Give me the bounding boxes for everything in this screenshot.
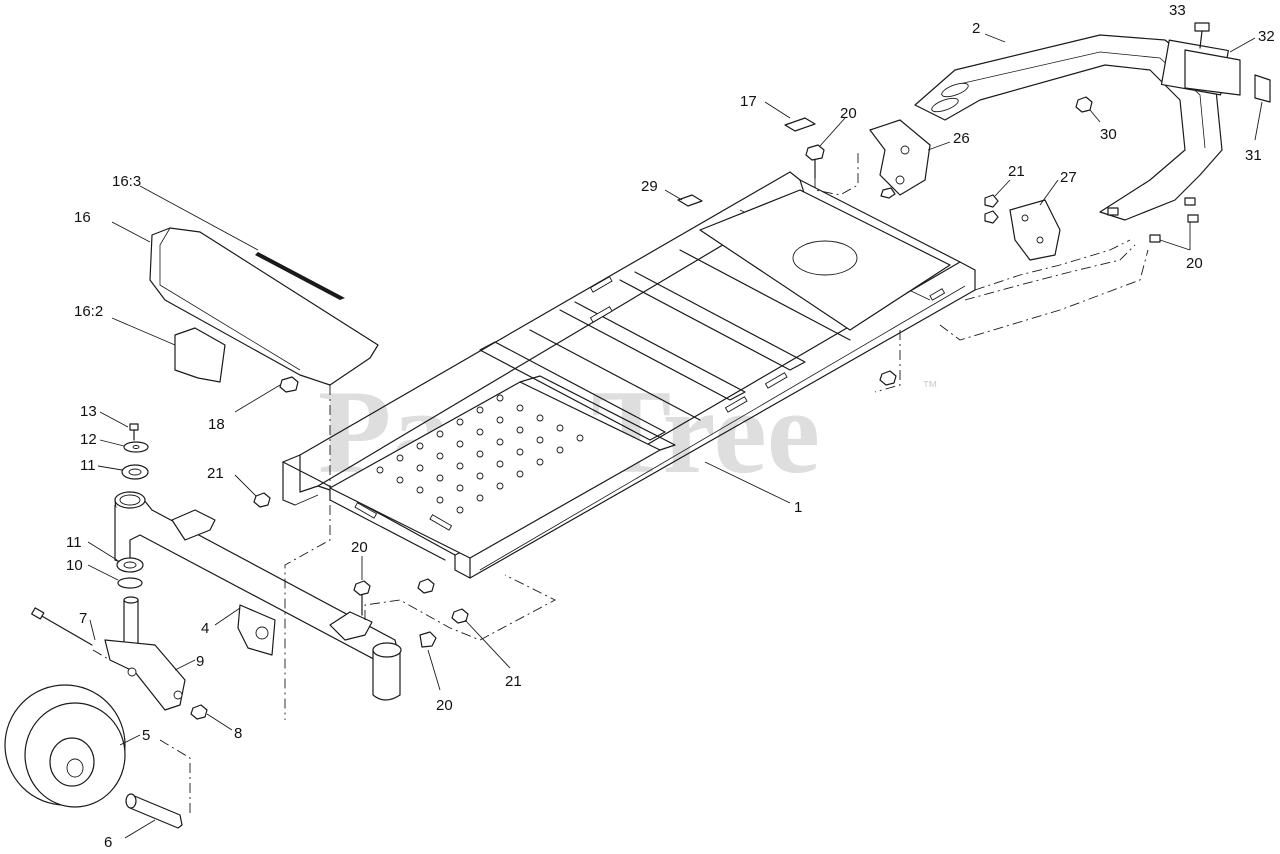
callout-27[interactable]: 27: [1060, 169, 1077, 186]
callout-11-lower[interactable]: 11: [66, 534, 82, 551]
callout-30[interactable]: 30: [1100, 126, 1117, 143]
callout-2[interactable]: 2: [972, 20, 980, 37]
callout-7[interactable]: 7: [79, 610, 87, 627]
front-axle-part-4[interactable]: [114, 491, 402, 701]
callout-17[interactable]: 17: [740, 93, 757, 110]
nut-part-21-rear[interactable]: [879, 370, 897, 386]
bolt-part-20-axle[interactable]: [353, 580, 371, 616]
bracket-part-27[interactable]: [984, 194, 1061, 261]
cover-part-16[interactable]: [149, 227, 379, 386]
callout-16-2[interactable]: 16:2: [74, 303, 103, 320]
callout-13[interactable]: 13: [80, 403, 97, 420]
bolts-part-20-rear[interactable]: [1107, 197, 1199, 243]
callout-31[interactable]: 31: [1245, 147, 1262, 164]
callout-18[interactable]: 18: [208, 416, 225, 433]
callout-8[interactable]: 8: [234, 725, 242, 742]
floor-holes: [376, 394, 584, 514]
callout-5[interactable]: 5: [142, 727, 150, 744]
axle-part-6[interactable]: [125, 793, 183, 829]
callout-10[interactable]: 10: [66, 557, 83, 574]
nut-part-21-lower[interactable]: [417, 578, 435, 594]
decal-part-31[interactable]: [1254, 74, 1271, 103]
nut-part-30[interactable]: [1075, 96, 1093, 113]
main-frame-part-1[interactable]: [282, 171, 976, 579]
washer-part-12[interactable]: [123, 441, 149, 453]
bolt-part-13[interactable]: [129, 423, 139, 441]
callout-9[interactable]: 9: [196, 653, 204, 670]
wheel-part-5[interactable]: [4, 684, 126, 808]
decal-part-16-2[interactable]: [174, 327, 226, 383]
bolt-part-7[interactable]: [31, 607, 93, 646]
bearing-part-11-upper[interactable]: [121, 464, 149, 480]
bolt-part-20-top[interactable]: [805, 144, 825, 179]
decal-part-29[interactable]: [677, 194, 703, 207]
callout-21-rear[interactable]: 21: [1008, 163, 1025, 180]
bolt-part-33[interactable]: [1194, 22, 1210, 49]
caster-fork-part-9[interactable]: [104, 596, 186, 711]
nut-part-21-front[interactable]: [253, 492, 271, 508]
bracket-part-26[interactable]: [869, 119, 931, 199]
callout-20-axle[interactable]: 20: [351, 539, 368, 556]
callout-1[interactable]: 1: [794, 499, 802, 516]
callout-20-top[interactable]: 20: [840, 105, 857, 122]
callouts: 1 2 4 5 6 7 8 9 10 11 11 12 13 16 16:2 1…: [66, 2, 1275, 851]
watermark-trademark: ™: [922, 379, 938, 396]
callout-12[interactable]: 12: [80, 431, 97, 448]
spacer-part-10[interactable]: [117, 577, 143, 589]
callout-32[interactable]: 32: [1258, 28, 1275, 45]
nut-part-8[interactable]: [190, 704, 208, 720]
decal-part-17[interactable]: [784, 117, 816, 132]
callout-26[interactable]: 26: [953, 130, 970, 147]
bolt-part-20-side[interactable]: [419, 631, 437, 648]
rear-bumper-part-2[interactable]: [914, 34, 1229, 221]
bracket-part-32[interactable]: [1184, 49, 1241, 96]
callout-21-front[interactable]: 21: [207, 465, 224, 482]
callout-11-upper[interactable]: 11: [80, 457, 96, 474]
bolt-part-18[interactable]: [279, 376, 299, 393]
callout-4[interactable]: 4: [201, 620, 209, 637]
leader-lines: [87, 33, 1263, 839]
callout-6[interactable]: 6: [104, 834, 112, 851]
bearing-part-11-lower[interactable]: [116, 557, 144, 573]
callout-29[interactable]: 29: [641, 178, 658, 195]
callout-16-3[interactable]: 16:3: [112, 173, 141, 190]
assembly-lines: [92, 150, 1149, 815]
callout-33[interactable]: 33: [1169, 2, 1186, 19]
callout-20-side[interactable]: 20: [436, 697, 453, 714]
callout-20-rear[interactable]: 20: [1186, 255, 1203, 272]
callout-16[interactable]: 16: [74, 209, 91, 226]
callout-21-side[interactable]: 21: [505, 673, 522, 690]
